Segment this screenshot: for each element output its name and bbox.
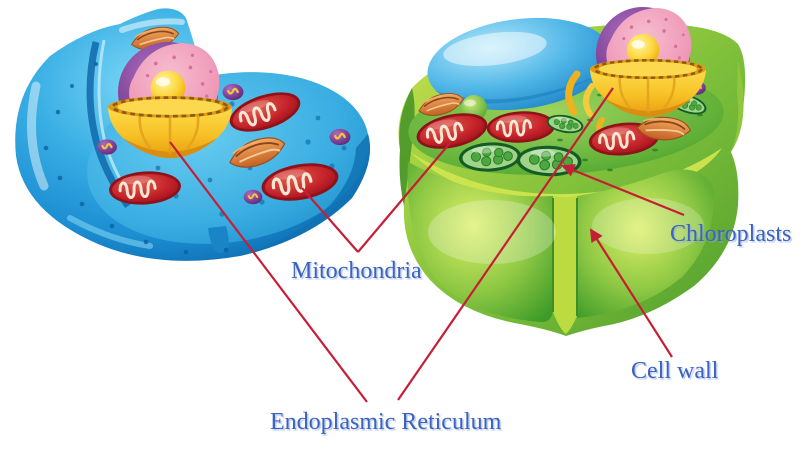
label-cell-wall: Cell wall	[631, 358, 719, 384]
plant-cell-illustration	[398, 6, 746, 337]
er-pointer-plant	[397, 87, 614, 401]
label-chloroplasts: Chloroplasts	[670, 221, 792, 247]
membrane-highlights	[27, 18, 185, 249]
front-face-left	[407, 162, 553, 323]
cell-wall-pointer-arrow	[589, 228, 673, 358]
animal-cell-illustration	[15, 8, 371, 261]
er-pointer-animal	[169, 141, 368, 403]
membrane-pores	[43, 61, 229, 255]
front-face-right	[577, 169, 715, 318]
chloroplasts-pointer-arrow	[561, 164, 685, 217]
membrane-fold	[208, 226, 229, 253]
lysosome	[221, 82, 245, 102]
lysosome	[328, 127, 352, 147]
label-endoplasmic-reticulum: Endoplasmic Reticulum	[270, 409, 502, 435]
pointer-lines	[169, 87, 685, 403]
lysosome	[242, 188, 264, 206]
animal-cell-inner-rim	[240, 134, 370, 256]
mitochondria-pointer-animal	[301, 187, 359, 253]
front-groove	[553, 196, 577, 334]
lysosome	[96, 138, 118, 156]
cell-wall-right-shading	[731, 60, 744, 152]
front-gloss	[428, 200, 556, 264]
mitochondria-pointer-plant	[357, 142, 451, 253]
cell-wall-left-edge	[399, 88, 415, 206]
label-mitochondria: Mitochondria	[291, 258, 422, 284]
